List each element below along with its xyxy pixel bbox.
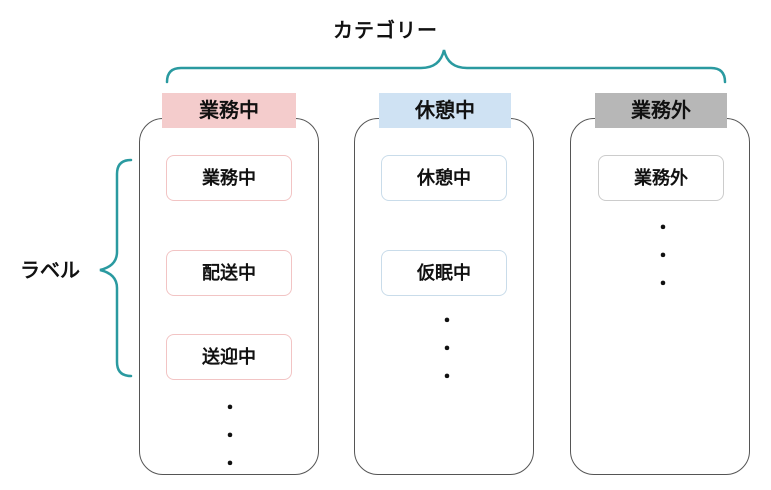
category-header-off: 業務外 [595, 93, 727, 128]
ellipsis-work: ・ ・ ・ [220, 395, 240, 479]
label-title: ラベル [20, 258, 80, 282]
ellipsis-dot: ・ [221, 398, 239, 419]
label-item-rest-2: 仮眠中 [381, 250, 507, 296]
label-item-rest-1: 休憩中 [381, 155, 507, 201]
ellipsis-off: ・ ・ ・ [653, 215, 673, 299]
category-brace [165, 49, 727, 84]
ellipsis-dot: ・ [654, 246, 672, 267]
label-item-off-1: 業務外 [598, 155, 724, 201]
label-brace [99, 158, 133, 378]
ellipsis-dot: ・ [221, 454, 239, 475]
ellipsis-dot: ・ [438, 311, 456, 332]
label-item-work-3: 送迎中 [166, 334, 292, 380]
ellipsis-dot: ・ [221, 426, 239, 447]
ellipsis-dot: ・ [654, 274, 672, 295]
ellipsis-dot: ・ [654, 218, 672, 239]
category-header-work: 業務中 [162, 93, 296, 128]
ellipsis-rest: ・ ・ ・ [437, 308, 457, 392]
category-header-rest: 休憩中 [379, 93, 511, 128]
ellipsis-dot: ・ [438, 367, 456, 388]
ellipsis-dot: ・ [438, 339, 456, 360]
category-title: カテゴリー [333, 18, 438, 42]
label-item-work-2: 配送中 [166, 250, 292, 296]
label-item-work-1: 業務中 [166, 155, 292, 201]
